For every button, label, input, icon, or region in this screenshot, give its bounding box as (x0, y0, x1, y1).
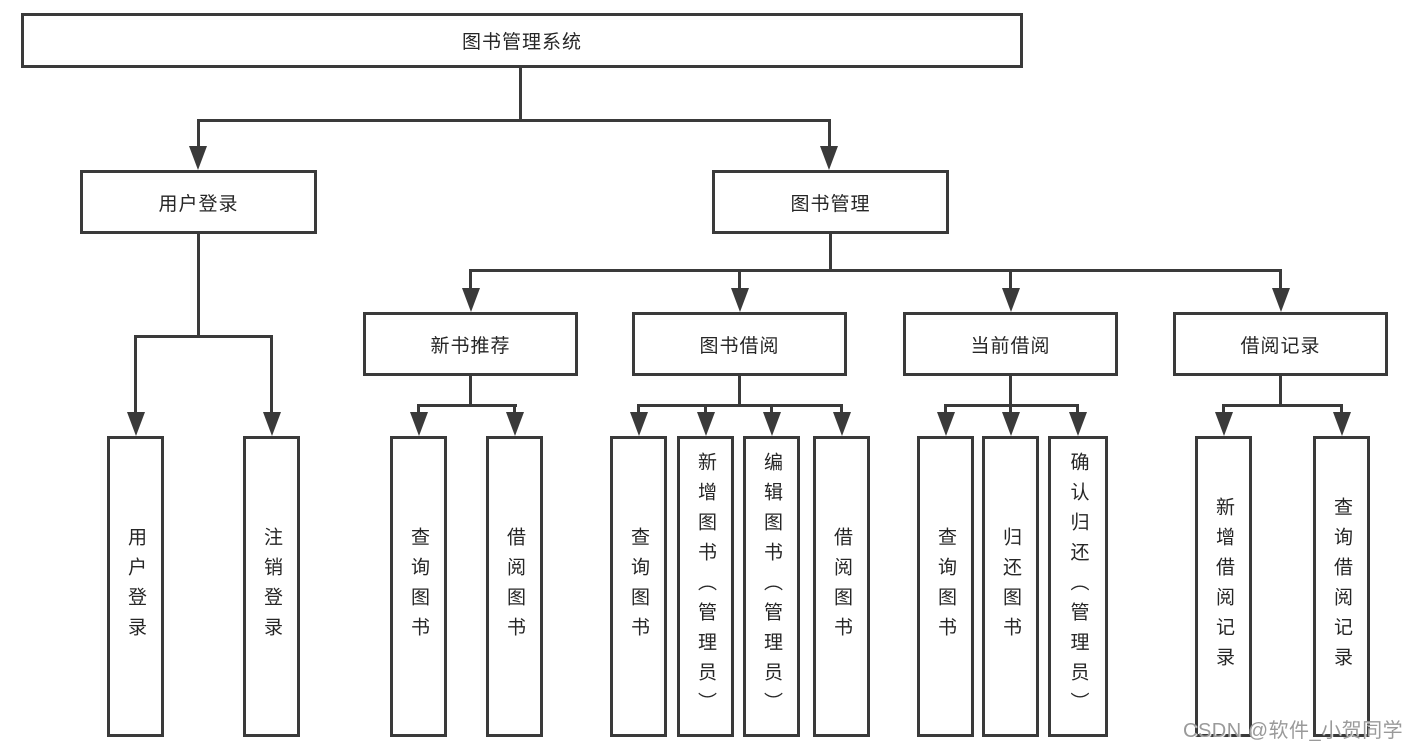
connector-line (829, 234, 832, 272)
connector-line (469, 269, 1282, 272)
connector-line (770, 404, 773, 414)
leaf-logout: 注销登录 (243, 436, 300, 737)
connector-line (1222, 404, 1225, 414)
leaf-label: 编辑图书（管理员） (761, 451, 782, 722)
connector-line (1340, 404, 1343, 414)
node-library-management-system: 图书管理系统 (21, 13, 1023, 68)
arrow-down-icon (127, 412, 145, 436)
node-label: 当前借阅 (970, 335, 1051, 357)
arrow-down-icon (697, 412, 715, 436)
connector-line (840, 404, 843, 414)
connector-line (197, 119, 200, 147)
connector-line (1009, 376, 1012, 407)
node-book-management: 图书管理 (712, 170, 949, 234)
leaf-current-query-books: 查询图书 (917, 436, 974, 737)
node-label: 用户登录 (158, 193, 239, 215)
arrow-down-icon (1215, 412, 1233, 436)
node-borrowing-records: 借阅记录 (1173, 312, 1388, 376)
leaf-borrowing-borrow-books: 借阅图书 (813, 436, 870, 737)
leaf-label: 查询图书 (935, 526, 956, 647)
leaf-borrowing-add-books-admin: 新增图书（管理员） (677, 436, 734, 737)
arrow-down-icon (462, 288, 480, 312)
node-label: 图书借阅 (699, 335, 780, 357)
node-user-login: 用户登录 (80, 170, 317, 234)
leaf-label: 新增借阅记录 (1213, 496, 1234, 677)
node-label: 图书管理系统 (461, 32, 582, 53)
leaf-label: 查询借阅记录 (1331, 496, 1352, 677)
connector-line (1009, 269, 1012, 291)
connector-line (417, 404, 517, 407)
node-label: 借阅记录 (1240, 335, 1321, 357)
arrow-down-icon (937, 412, 955, 436)
connector-line (828, 119, 831, 147)
leaf-label: 归还图书 (1000, 526, 1021, 647)
leaf-user-login: 用户登录 (107, 436, 164, 737)
leaf-recommend-query-books: 查询图书 (390, 436, 447, 737)
connector-line (1279, 376, 1282, 407)
leaf-recommend-borrow-books: 借阅图书 (486, 436, 543, 737)
arrow-down-icon (1002, 288, 1020, 312)
connector-line (1076, 404, 1079, 414)
connector-line (944, 404, 947, 414)
arrow-down-icon (1272, 288, 1290, 312)
connector-line (513, 404, 516, 414)
connector-line (637, 404, 843, 407)
arrow-down-icon (630, 412, 648, 436)
node-book-borrowing: 图书借阅 (632, 312, 847, 376)
arrow-down-icon (506, 412, 524, 436)
leaf-label: 用户登录 (125, 526, 146, 647)
arrow-down-icon (410, 412, 428, 436)
connector-line (738, 376, 741, 407)
connector-line (134, 335, 137, 414)
leaf-current-confirm-return-admin: 确认归还（管理员） (1048, 436, 1108, 737)
leaf-borrowing-query-books: 查询图书 (610, 436, 667, 737)
leaf-label: 查询图书 (628, 526, 649, 647)
arrow-down-icon (763, 412, 781, 436)
leaf-records-query-record: 查询借阅记录 (1313, 436, 1370, 737)
connector-line (469, 269, 472, 291)
connector-line (1279, 269, 1282, 291)
leaf-label: 借阅图书 (504, 526, 525, 647)
connector-line (519, 68, 522, 122)
leaf-records-add-record: 新增借阅记录 (1195, 436, 1252, 737)
arrow-down-icon (833, 412, 851, 436)
arrow-down-icon (189, 146, 207, 170)
arrow-down-icon (263, 412, 281, 436)
node-label: 图书管理 (790, 193, 871, 215)
connector-line (1222, 404, 1343, 407)
connector-line (738, 269, 741, 291)
leaf-label: 新增图书（管理员） (695, 451, 716, 722)
leaf-label: 确认归还（管理员） (1067, 451, 1089, 722)
connector-line (469, 376, 472, 407)
watermark: CSDN @软件_小贺同学 (1183, 720, 1404, 742)
leaf-label: 借阅图书 (831, 526, 852, 647)
leaf-current-return-books: 归还图书 (982, 436, 1039, 737)
connector-line (197, 234, 200, 337)
connector-line (1009, 404, 1012, 414)
arrow-down-icon (1069, 412, 1087, 436)
leaf-label: 查询图书 (408, 526, 429, 647)
leaf-borrowing-edit-books-admin: 编辑图书（管理员） (743, 436, 800, 737)
arrow-down-icon (1333, 412, 1351, 436)
node-new-book-recommend: 新书推荐 (363, 312, 578, 376)
leaf-label: 注销登录 (261, 526, 282, 647)
node-current-borrowing: 当前借阅 (903, 312, 1118, 376)
node-label: 新书推荐 (430, 335, 511, 357)
connector-line (134, 335, 273, 338)
connector-line (704, 404, 707, 414)
connector-line (197, 119, 831, 122)
connector-line (270, 335, 273, 414)
arrow-down-icon (731, 288, 749, 312)
arrow-down-icon (1002, 412, 1020, 436)
connector-line (417, 404, 420, 414)
arrow-down-icon (820, 146, 838, 170)
connector-line (637, 404, 640, 414)
